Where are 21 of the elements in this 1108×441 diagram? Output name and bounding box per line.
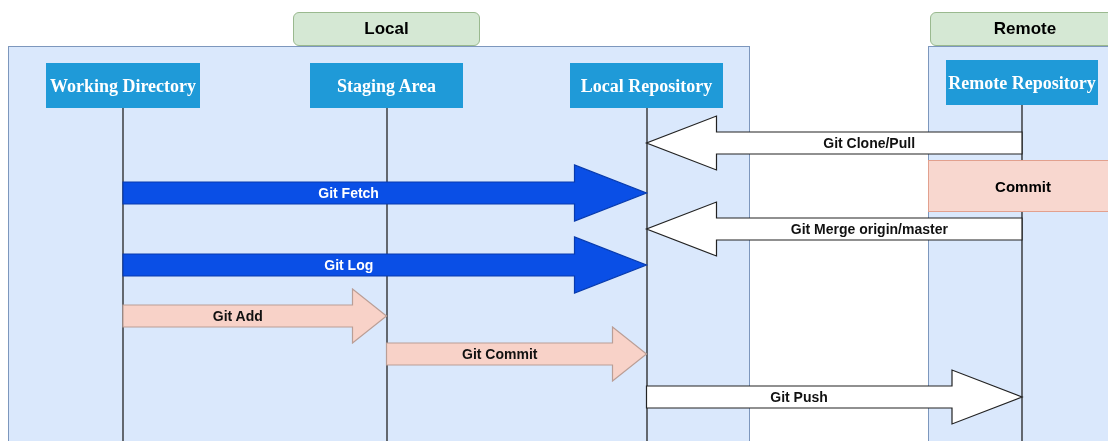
- group-title: Remote: [930, 12, 1108, 46]
- note-box: Commit: [928, 160, 1108, 212]
- block-arrow: [122, 164, 649, 222]
- edge-label: Git Merge origin/master: [790, 221, 948, 237]
- participant-box: Working Directory: [46, 63, 200, 108]
- block-arrow: [385, 325, 648, 383]
- block-arrow: [644, 201, 1023, 257]
- participant-box: Local Repository: [570, 63, 723, 108]
- edge-label: Git Commit: [462, 346, 538, 362]
- participant-box: Remote Repository: [946, 60, 1098, 105]
- edge-label: Git Add: [212, 308, 263, 324]
- block-arrow: [122, 287, 388, 345]
- block-arrow: [644, 115, 1023, 171]
- edge-label: Git Clone/Pull: [823, 135, 916, 151]
- edge-label: Git Push: [770, 389, 828, 405]
- block-arrow: [122, 236, 649, 294]
- edge-label: Git Fetch: [318, 185, 379, 201]
- block-arrow: [645, 369, 1024, 425]
- participant-box: Staging Area: [310, 63, 463, 108]
- group-title: Local: [293, 12, 480, 46]
- edge-label: Git Log: [324, 257, 374, 273]
